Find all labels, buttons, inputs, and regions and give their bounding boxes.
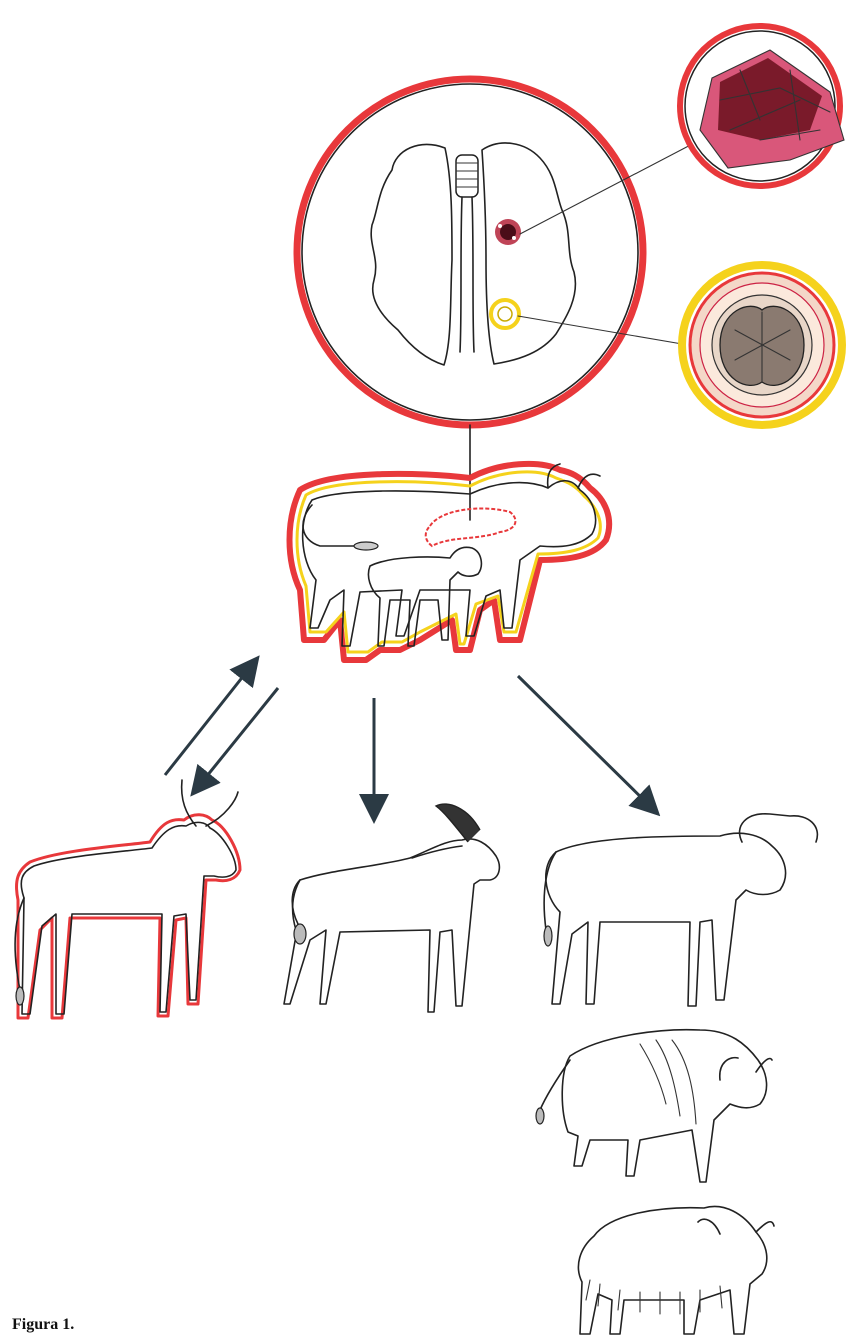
arrow-zebu-to-cow [165, 660, 256, 775]
arrow-cow-to-buffalo [518, 676, 656, 812]
lung-lesion [495, 219, 521, 245]
bison [536, 1030, 772, 1182]
arrow-cow-to-zebu [194, 688, 278, 792]
lung-nodule [491, 300, 519, 328]
buffalo-body [546, 833, 786, 1006]
transmission-arrows [165, 660, 656, 818]
yak [578, 1206, 774, 1334]
antelope [284, 804, 499, 1012]
african-buffalo [544, 814, 817, 1006]
zebu [15, 780, 240, 1018]
buffalo-horns [740, 814, 818, 842]
figure-caption: Figura 1. [12, 1316, 74, 1334]
yak-body [578, 1206, 766, 1334]
cow-and-calf [290, 464, 610, 660]
lungs-magnified-panel [297, 79, 643, 520]
bison-body [562, 1030, 766, 1182]
antelope-body [284, 839, 499, 1012]
